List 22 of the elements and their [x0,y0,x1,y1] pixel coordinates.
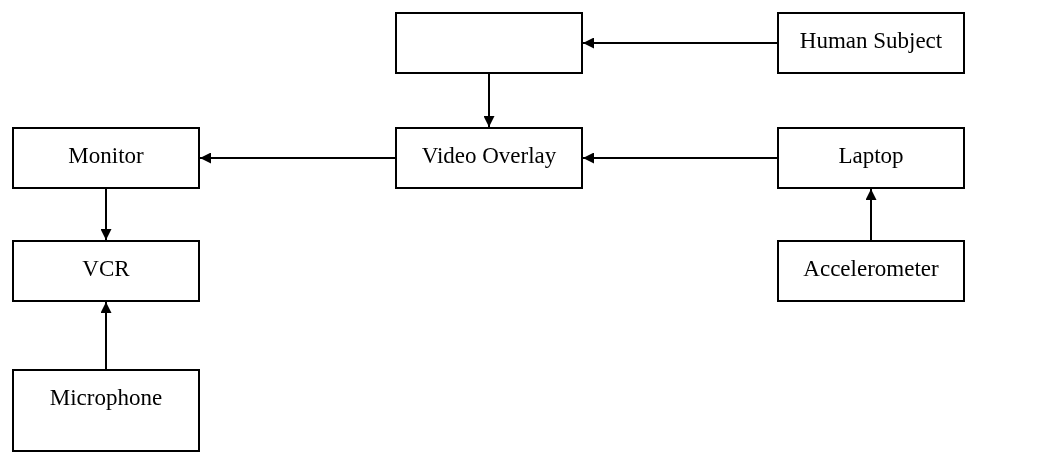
box-label: Microphone [49,385,163,412]
arrow [582,152,778,164]
arrow [582,37,778,49]
box-label: Human Subject [799,28,943,55]
process-box [395,127,583,189]
process-box [12,127,200,189]
box-label: Video Overlay [421,143,557,170]
arrow [865,188,877,241]
process-box [12,240,200,302]
arrow [199,152,396,164]
process-box [777,12,965,74]
process-box [777,240,965,302]
box-label: Monitor [68,143,144,170]
process-box [777,127,965,189]
box-shape [395,12,583,74]
box-label: Laptop [838,143,904,170]
box-label: VCR [82,256,130,283]
arrow [100,301,112,370]
box-label: Accelerometer [803,256,939,283]
process-box [12,369,200,452]
arrow [483,73,495,128]
arrow [100,188,112,241]
